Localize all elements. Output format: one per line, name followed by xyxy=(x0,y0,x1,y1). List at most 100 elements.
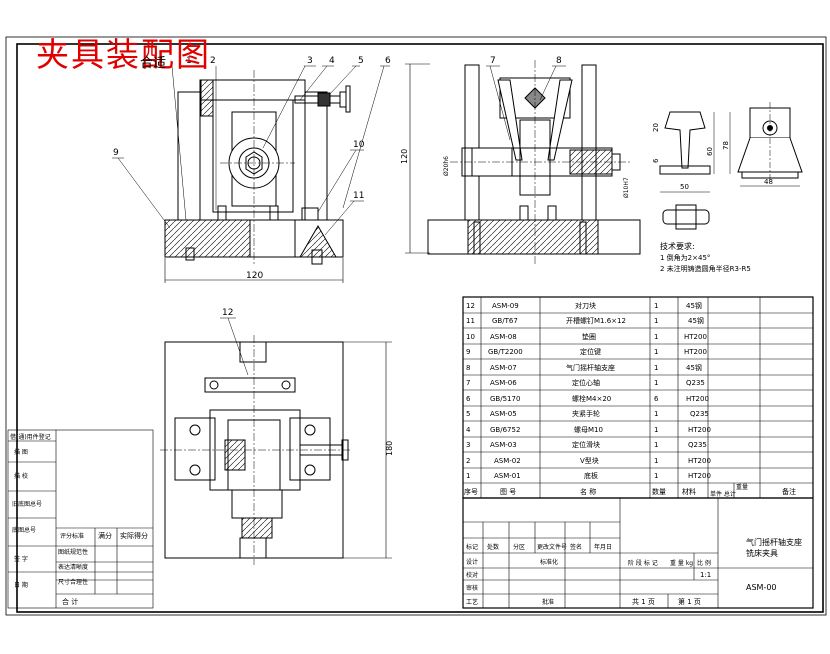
bom-cell: 定位心轴 xyxy=(572,378,600,387)
bom-header-mat: 材料 xyxy=(682,487,696,496)
bom-cell: 1 xyxy=(654,379,658,387)
balloon-7: 7 xyxy=(490,56,496,66)
bom-header-remark: 备注 xyxy=(782,487,796,496)
archive-r7: 旧底图总号 xyxy=(12,500,42,508)
rev-count: 处数 xyxy=(487,543,499,551)
bom-header-qty: 数量 xyxy=(652,487,666,496)
bom-row: 2 ASM-02 V型块 1 HT200 xyxy=(466,456,711,465)
score-col-3: 实际得分 xyxy=(120,531,148,540)
balloon-3: 3 xyxy=(307,56,313,66)
bom-cell: 1 xyxy=(654,364,658,372)
tech-req-line-2: 2 未注明铸造圆角半径R3-R5 xyxy=(660,264,751,273)
bom-cell: 定位键 xyxy=(580,347,601,356)
bom-cell: Q235 xyxy=(688,441,707,449)
scale-value: 1:1 xyxy=(700,571,711,579)
label-standard: 标准化 xyxy=(540,558,558,566)
bom-cell: HT200 xyxy=(688,457,711,465)
bom-cell: 1 xyxy=(654,333,658,341)
tech-req-heading: 技术要求: xyxy=(660,241,695,251)
bom-header: 序号 图 号 名 称 数量 材料 单件 总计 重量 备注 xyxy=(464,483,796,498)
bom-cell: HT200 xyxy=(688,426,711,434)
rev-doc: 更改文件号 xyxy=(537,543,567,551)
label-design: 设计 xyxy=(466,558,478,566)
bom-header-weight: 重量 xyxy=(736,483,748,491)
bom-header-name: 名 称 xyxy=(580,487,596,496)
balloon-2: 2 xyxy=(210,56,216,66)
bom-cell: 1 xyxy=(654,441,658,449)
dim-detail-6: 6 xyxy=(652,158,660,163)
balloon-5: 5 xyxy=(358,56,364,66)
balloon-12: 12 xyxy=(222,308,233,318)
bom-cell: ASM-05 xyxy=(490,410,517,418)
archive-r3: 描 校 xyxy=(14,472,28,480)
bom-cell: 6 xyxy=(466,395,471,403)
bom-header-unit: 单件 总计 xyxy=(710,490,736,498)
part-name-line-2: 铣床夹具 xyxy=(746,548,778,558)
bom-cell: 5 xyxy=(466,410,470,418)
archive-r4: 底图总号 xyxy=(12,526,36,534)
archive-block xyxy=(7,429,154,609)
score-total: 合 计 xyxy=(62,597,78,606)
bom-cell: 45钢 xyxy=(688,316,704,325)
bom-cell: 夹紧手轮 xyxy=(572,409,600,418)
label-process: 工艺 xyxy=(466,598,478,606)
label-approve: 批准 xyxy=(542,598,554,606)
balloon-1: 1 xyxy=(186,56,192,66)
bom-cell: 45钢 xyxy=(686,363,702,372)
detail-view xyxy=(659,102,803,230)
weight-label: 重 量 kg xyxy=(670,559,693,567)
bom-cell: 6 xyxy=(654,395,659,403)
bom-cell: 8 xyxy=(466,364,470,372)
bom-cell: 1 xyxy=(654,348,658,356)
bom-cell: ASM-07 xyxy=(490,364,517,372)
dim-side-dia-b: Ø10H7 xyxy=(623,177,630,198)
bom-cell: GB/T2200 xyxy=(488,348,523,356)
bom-cell: ASM-02 xyxy=(494,457,521,465)
score-row-1: 图纸规范性 xyxy=(58,548,88,556)
bom-cell: GB/T67 xyxy=(492,317,518,325)
balloon-8: 8 xyxy=(556,56,562,66)
balloon-9: 9 xyxy=(113,148,119,158)
sheet-number: 第 1 页 xyxy=(678,597,701,606)
bom-cell: ASM-08 xyxy=(490,333,517,341)
bom-cell: 1 xyxy=(466,472,470,480)
top-view xyxy=(160,317,392,565)
bom-cell: 开槽螺钉M1.6×12 xyxy=(566,316,626,325)
bom-cell: 垫圈 xyxy=(582,332,596,341)
archive-r5: 签 字 xyxy=(14,555,28,563)
title-overlay-small: 合适 xyxy=(140,56,167,71)
archive-r2: 描 图 xyxy=(14,448,28,456)
dim-detail-60: 60 xyxy=(706,147,714,156)
bom-cell: 9 xyxy=(466,348,470,356)
bom-cell: Q235 xyxy=(690,410,709,418)
bom-row: 5 ASM-05 夹紧手轮 1 Q235 xyxy=(466,409,709,418)
dim-side-dia-a: Ø20h6 xyxy=(443,156,450,176)
bom-cell: ASM-09 xyxy=(492,302,519,310)
rev-sign: 签名 xyxy=(570,543,582,551)
bom-cell: GB/5170 xyxy=(490,395,520,403)
dim-front-width: 120 xyxy=(246,271,263,281)
bom-cell: 2 xyxy=(466,457,470,465)
bom-cell: V型块 xyxy=(580,456,599,465)
score-row-2: 表达清晰度 xyxy=(58,563,88,571)
balloon-4: 4 xyxy=(329,56,335,66)
bom-cell: 1 xyxy=(654,457,658,465)
balloon-10: 10 xyxy=(353,140,365,150)
dim-side-height: 120 xyxy=(400,149,409,164)
bom-cell: HT200 xyxy=(684,333,707,341)
bom-cell: 45钢 xyxy=(686,301,702,310)
bom-cell: 1 xyxy=(654,410,658,418)
rev-date: 年月日 xyxy=(594,543,612,551)
title-block xyxy=(462,497,814,609)
bom-cell: 定位滑块 xyxy=(572,440,600,449)
stage-mark-label: 阶 段 标 记 xyxy=(628,559,658,567)
bom-cell: 1 xyxy=(654,302,658,310)
bom-cell: 对刀块 xyxy=(575,301,596,310)
